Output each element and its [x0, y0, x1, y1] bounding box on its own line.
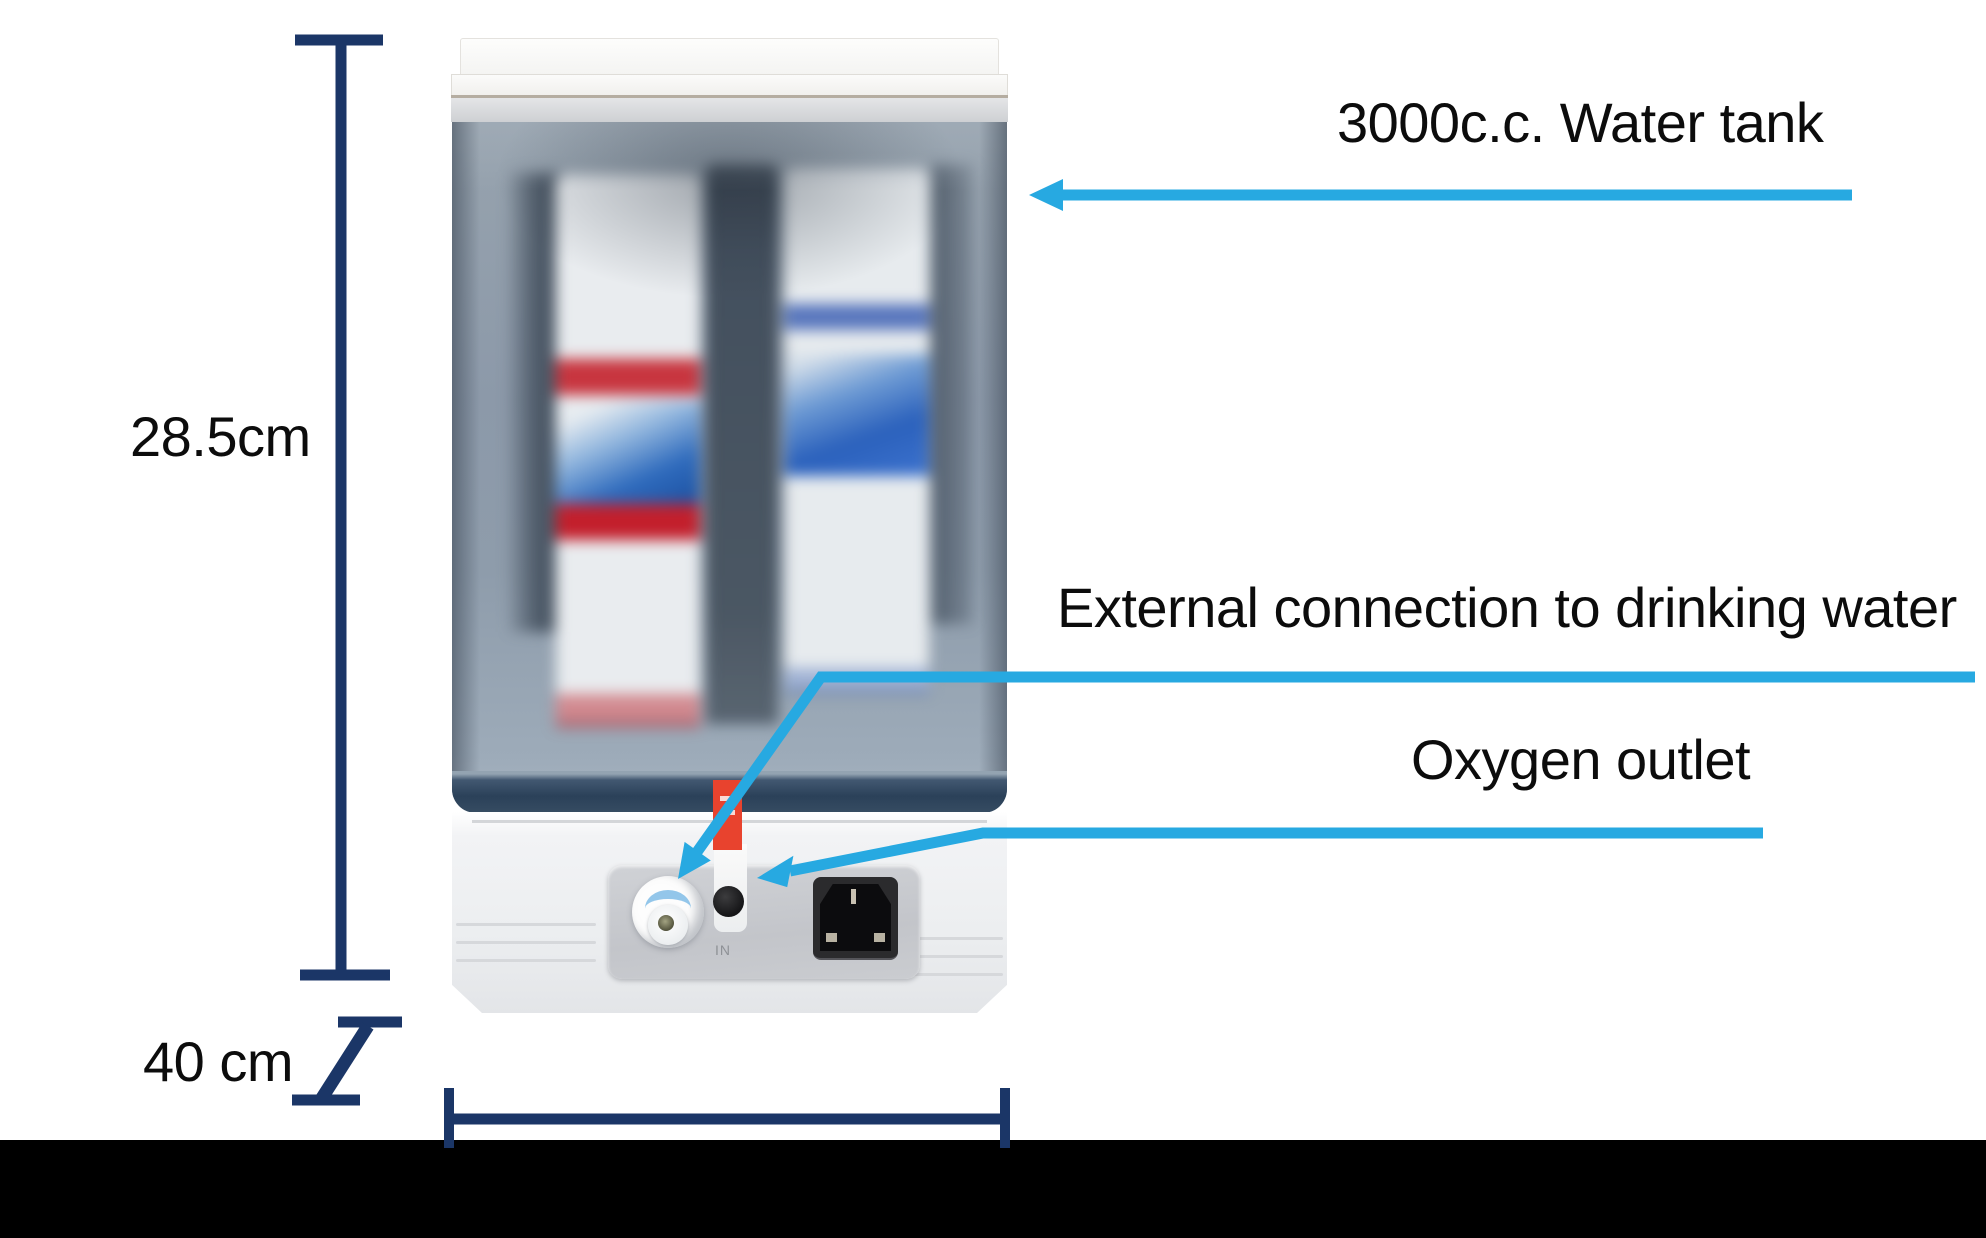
- base-groove: [867, 955, 1003, 958]
- water-tank-label: 3000c.c. Water tank: [1337, 91, 1824, 154]
- warning-sticker: [713, 780, 742, 850]
- base-groove: [867, 937, 1003, 940]
- base-groove: [867, 973, 1003, 976]
- socket-pin-center: [851, 889, 856, 904]
- footer-black-bar: [0, 1140, 1986, 1238]
- base-groove: [456, 923, 596, 926]
- tank-rim-band: [451, 98, 1008, 122]
- base-groove: [456, 941, 596, 944]
- power-socket: [813, 877, 898, 960]
- device-lid-top: [460, 38, 999, 79]
- device-photo: IN: [451, 38, 1008, 1013]
- lid-seam-line: [451, 95, 1008, 98]
- base-groove: [456, 959, 596, 962]
- external-connection-label: External connection to drinking water: [1057, 576, 1957, 639]
- water-tank-arrow: [1029, 179, 1852, 211]
- fitting-blue-arc: [645, 890, 691, 927]
- water-tank-window: [452, 122, 1007, 813]
- socket-pin-right: [874, 933, 885, 942]
- height-dimension-label: 28.5cm: [130, 405, 311, 468]
- width-dimension-line: [444, 1088, 1010, 1148]
- oxygen-outlet-port: [713, 886, 744, 917]
- depth-tick-mark: [292, 1016, 402, 1106]
- water-inlet-hole: [658, 915, 674, 931]
- oxygen-outlet-label: Oxygen outlet: [1411, 728, 1751, 791]
- socket-pin-left: [826, 933, 837, 942]
- tank-glass-shading: [452, 122, 1007, 813]
- height-dimension-line: [295, 34, 390, 981]
- depth-dimension-label: 40 cm: [143, 1030, 294, 1093]
- inlet-port-label: IN: [715, 942, 731, 958]
